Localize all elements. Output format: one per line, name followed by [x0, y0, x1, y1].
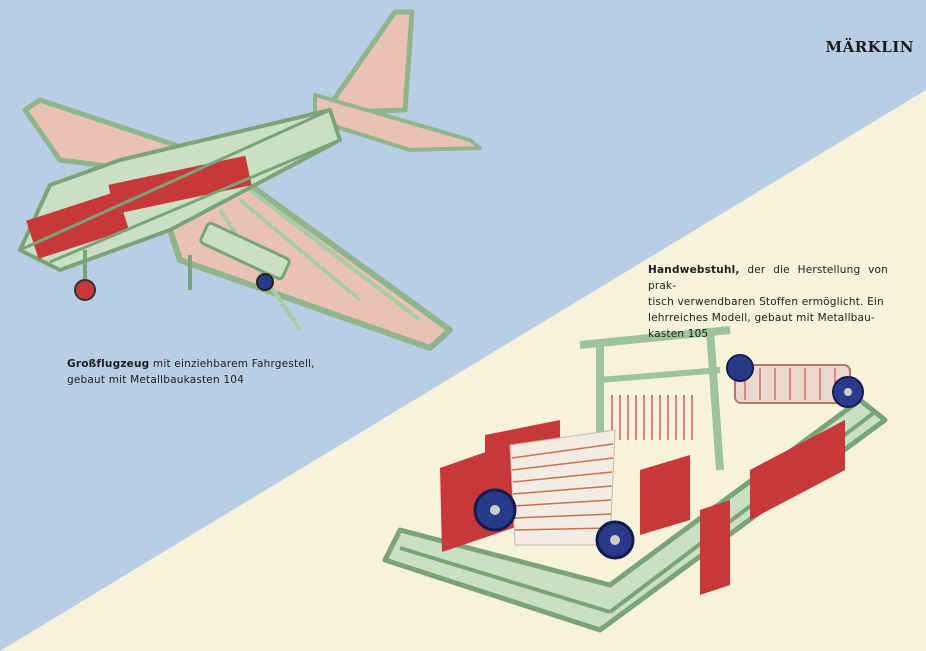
loom-caption-line2: tisch verwendbaren Stoffen ermöglicht. E… — [648, 296, 884, 308]
loom-caption-line3: lehrreiches Modell, gebaut mit Metallbau… — [648, 312, 876, 324]
airplane-caption-title: Großflugzeug — [67, 358, 150, 370]
airplane-caption-line1: mit einziehbarem Fahrgestell, — [152, 358, 315, 370]
loom-caption: Handwebstuhl, der die Herstellung von pr… — [648, 262, 888, 342]
brand-logo: MÄRKLIN — [825, 38, 914, 56]
loom-caption-line1: der die Herstellung von prak- — [648, 264, 889, 292]
airplane-caption-line2: gebaut mit Metallbaukasten 104 — [67, 374, 245, 386]
loom-caption-title: Handwebstuhl, — [648, 264, 740, 276]
loom-caption-line4: kasten 105 — [648, 328, 709, 340]
airplane-caption: Großflugzeug mit einziehbarem Fahrgestel… — [67, 356, 327, 388]
